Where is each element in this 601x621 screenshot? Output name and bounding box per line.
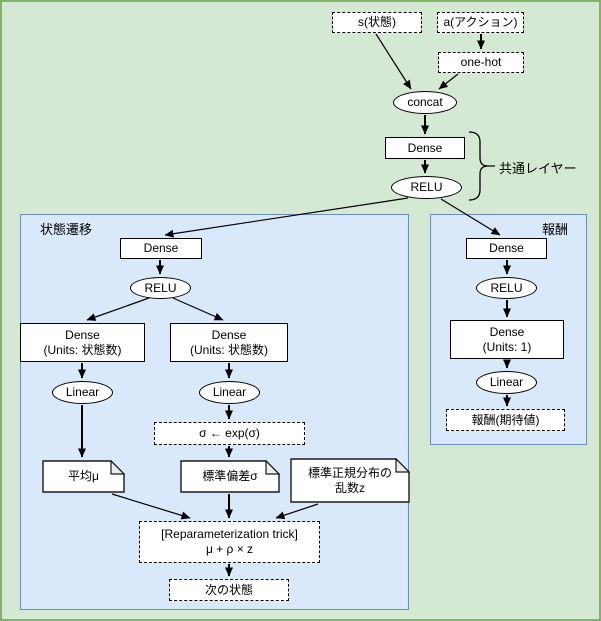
note-std-sigma: 標準偏差σ bbox=[180, 460, 280, 493]
node-linear-sigma: Linear bbox=[199, 381, 260, 404]
node-linear-reward: Linear bbox=[476, 371, 537, 394]
node-concat: concat bbox=[393, 91, 457, 114]
normal-random-line2: 乱数z bbox=[334, 480, 365, 495]
panel-reward-title: 報酬 bbox=[542, 222, 569, 237]
arrow-s-to-concat bbox=[375, 33, 412, 90]
one-hot-label: one-hot bbox=[460, 55, 502, 69]
node-a-action: a(アクション) bbox=[437, 12, 524, 33]
note-normal-random: 標準正規分布の 乱数z bbox=[290, 458, 410, 503]
std-sigma-label: 標準偏差σ bbox=[202, 469, 258, 483]
node-dense-reward: Dense bbox=[466, 238, 547, 259]
reward-output-label: 報酬(期待値) bbox=[471, 412, 540, 427]
common-layer-brace bbox=[468, 131, 495, 201]
dense-units-mu-line2: (Units: 状態数) bbox=[43, 342, 122, 357]
node-relu-common: RELU bbox=[391, 176, 462, 199]
reparam-line2: μ + ρ × z bbox=[205, 542, 254, 556]
dense-state-label: Dense bbox=[143, 241, 179, 255]
note-mean-mu: 平均μ bbox=[42, 460, 125, 493]
node-linear-mu: Linear bbox=[52, 381, 113, 404]
node-dense-state: Dense bbox=[120, 238, 202, 259]
node-dense-common: Dense bbox=[385, 137, 465, 159]
common-layer-label: 共通レイヤー bbox=[499, 161, 577, 176]
note-shape bbox=[290, 458, 410, 503]
node-one-hot: one-hot bbox=[438, 52, 524, 73]
dense-units-sigma-line2: (Units: 状態数) bbox=[189, 342, 268, 357]
node-reparam-trick: [Reparameterization trick] μ + ρ × z bbox=[139, 521, 320, 563]
node-next-state: 次の状態 bbox=[169, 579, 289, 601]
normal-random-line1: 標準正規分布の bbox=[307, 465, 392, 480]
node-dense-units-mu: Dense (Units: 状態数) bbox=[20, 323, 145, 362]
node-dense-units-sigma: Dense (Units: 状態数) bbox=[170, 323, 288, 362]
mean-mu-label: 平均μ bbox=[68, 469, 99, 483]
dense-common-label: Dense bbox=[407, 140, 443, 155]
next-state-label: 次の状態 bbox=[204, 582, 253, 597]
linear-mu-label: Linear bbox=[65, 385, 100, 399]
node-reward-output: 報酬(期待値) bbox=[446, 409, 565, 431]
relu-common-label: RELU bbox=[410, 180, 443, 194]
s-state-label: s(状態) bbox=[358, 15, 396, 29]
concat-label: concat bbox=[407, 95, 443, 109]
note-shape bbox=[42, 460, 125, 493]
arrow-onehot-to-concat bbox=[438, 73, 459, 90]
linear-sigma-label: Linear bbox=[212, 385, 247, 399]
node-relu-reward: RELU bbox=[476, 277, 537, 299]
dense-units-mu-line1: Dense bbox=[65, 327, 100, 342]
sigma-exp-label: σ ← exp(σ) bbox=[199, 426, 260, 440]
linear-reward-label: Linear bbox=[489, 375, 524, 389]
a-action-label: a(アクション) bbox=[443, 15, 518, 29]
node-sigma-exp: σ ← exp(σ) bbox=[154, 422, 305, 445]
dense-units-sigma-line1: Dense bbox=[211, 327, 247, 342]
reparam-line1: [Reparameterization trick] bbox=[161, 527, 298, 541]
dense-units-1-line1: Dense bbox=[489, 324, 525, 339]
panel-state-title: 状態遷移 bbox=[40, 222, 93, 237]
node-s-state: s(状態) bbox=[332, 12, 422, 33]
node-relu-state: RELU bbox=[130, 277, 191, 299]
relu-reward-label: RELU bbox=[490, 280, 523, 295]
relu-state-label: RELU bbox=[144, 280, 177, 295]
dense-units-1-line2: (Units: 1) bbox=[482, 339, 532, 354]
dense-reward-label: Dense bbox=[489, 241, 524, 255]
note-shape bbox=[180, 460, 280, 493]
node-dense-units-1: Dense (Units: 1) bbox=[450, 320, 564, 359]
